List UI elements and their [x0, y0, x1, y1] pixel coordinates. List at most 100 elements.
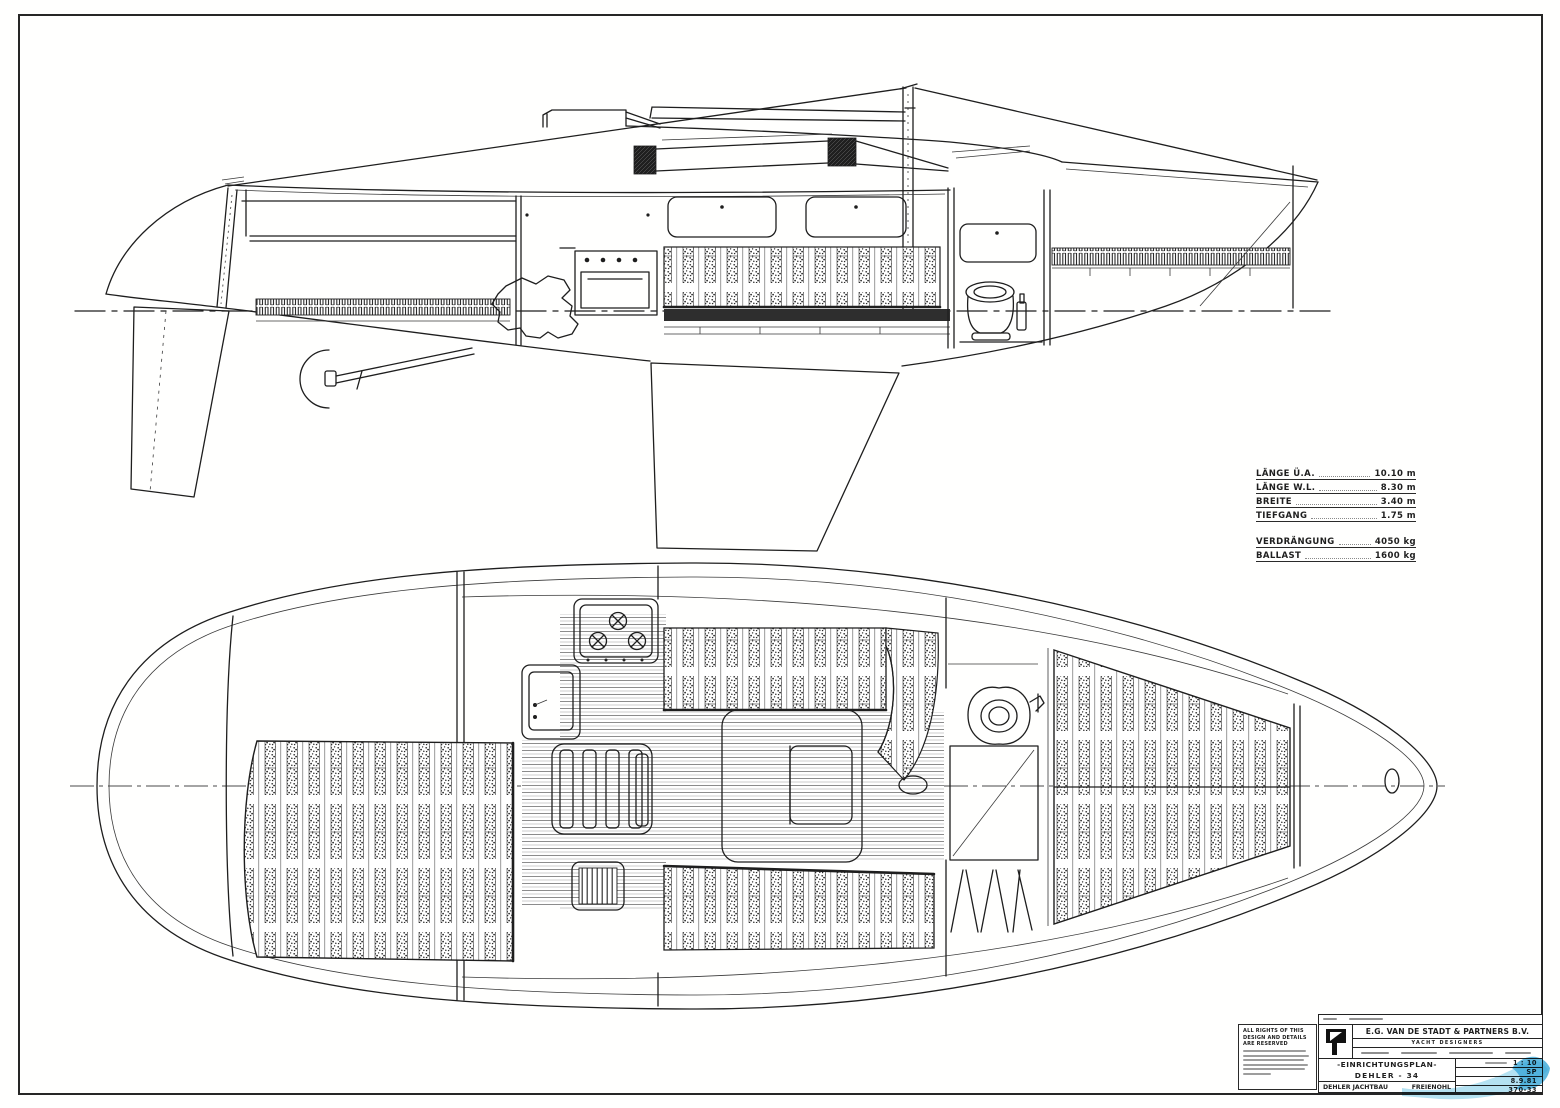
bottle	[1016, 293, 1027, 331]
drawn-by-initials: SP	[1526, 1068, 1537, 1076]
stove-plan	[573, 598, 659, 664]
hull-plan	[96, 562, 1438, 1010]
locker-knob	[646, 213, 650, 217]
drawing-number-cell: 370-33	[1456, 1086, 1542, 1094]
port-settee	[662, 627, 888, 712]
micro-text	[1401, 1052, 1437, 1054]
cockpit-aft-interior	[241, 189, 522, 346]
head-locker-door	[959, 223, 1037, 263]
scale-cell: 1 : 10	[1456, 1059, 1542, 1068]
rudder-blade	[130, 306, 230, 498]
designer-logo	[1319, 1025, 1353, 1058]
head-compartment-side	[947, 187, 1051, 349]
fine-print-line	[1243, 1063, 1308, 1066]
locker-door	[667, 196, 777, 238]
spec-value: 3.40 m	[1380, 497, 1416, 507]
title-block: E.G. VAN DE STADT & PARTNERS B.V. YACHT …	[1318, 1014, 1543, 1094]
copyright-heading: ALL RIGHTS OF THIS DESIGN AND DETAILS AR…	[1243, 1028, 1307, 1047]
galley-side	[491, 213, 658, 339]
stem-and-forefoot	[901, 181, 1319, 367]
propeller	[299, 347, 475, 409]
hanging-locker	[950, 869, 1033, 933]
company-profession: YACHT DESIGNERS	[1353, 1039, 1542, 1048]
locker-door	[805, 196, 907, 238]
spec-label: LÄNGE Ü.A.	[1256, 469, 1315, 479]
date-value: 8.9.81	[1510, 1077, 1537, 1085]
transom-plan	[225, 615, 234, 957]
forestay	[914, 87, 1318, 181]
spec-value: 1.75 m	[1380, 511, 1416, 521]
spec-value: 10.10 m	[1374, 469, 1416, 479]
dotted-leader	[1318, 475, 1371, 477]
sheet-border	[18, 14, 1543, 1095]
fine-print-line	[1243, 1059, 1304, 1062]
sink-plan	[521, 664, 581, 740]
rudder	[130, 187, 238, 498]
boom	[649, 106, 916, 122]
quarter-berth-cushion	[255, 298, 511, 316]
spec-label: VERDRÄNGUNG	[1256, 537, 1335, 547]
companionway-hatch-garage	[542, 109, 627, 128]
spec-row: BREITE 3.40 m	[1256, 494, 1416, 508]
locker-knob	[525, 213, 529, 217]
cabin-sole-planks	[560, 614, 666, 910]
v-berth-side	[1051, 165, 1294, 309]
spec-row: TIEFGANG 1.75 m	[1256, 508, 1416, 522]
spec-label: LÄNGE W.L.	[1256, 483, 1316, 493]
coachroof-edge-plan	[461, 594, 1289, 980]
spec-label: BALLAST	[1256, 551, 1302, 561]
stern-fitting	[221, 176, 245, 185]
copyright-notice-box: ALL RIGHTS OF THIS DESIGN AND DETAILS AR…	[1238, 1024, 1317, 1090]
handrail	[661, 133, 833, 141]
coachroof-window-band	[633, 137, 949, 175]
micro-text	[1361, 1052, 1389, 1054]
dotted-leader	[1338, 543, 1371, 545]
stove-oven	[574, 250, 658, 316]
micro-text	[1505, 1052, 1531, 1054]
spec-value: 1600 kg	[1374, 551, 1416, 561]
boat-model: DEHLER - 34	[1354, 1071, 1420, 1080]
dotted-leader	[1319, 489, 1377, 491]
backstay	[227, 87, 907, 187]
foredeck-line	[1061, 161, 1319, 183]
forestay-fitting	[1384, 768, 1400, 794]
spec-row: LÄNGE Ü.A. 10.10 m	[1256, 466, 1416, 480]
corner-nav-seat	[877, 627, 939, 795]
builder-row: DEHLER JACHTBAU FREIENOHL	[1319, 1081, 1455, 1093]
companionway-steps	[551, 743, 653, 835]
dotted-leader	[1305, 557, 1371, 559]
fine-print-line	[1243, 1068, 1306, 1071]
toilet-plan	[967, 686, 1045, 745]
side-profile-view	[74, 83, 1333, 552]
aft-double-berth	[243, 740, 515, 963]
spec-label: TIEFGANG	[1256, 511, 1308, 521]
dotted-leader	[1311, 517, 1377, 519]
companionway-bulkhead	[515, 195, 522, 346]
company-name: E.G. VAN DE STADT & PARTNERS B.V.	[1353, 1025, 1542, 1039]
specifications-table: LÄNGE Ü.A. 10.10 m LÄNGE W.L. 8.30 m BRE…	[1256, 466, 1416, 562]
micro-text	[1323, 1018, 1337, 1020]
spec-value: 8.30 m	[1380, 483, 1416, 493]
spec-row: VERDRÄNGUNG 4050 kg	[1256, 534, 1416, 548]
company-address	[1353, 1048, 1542, 1058]
saloon-side	[662, 196, 950, 335]
micro-text	[1349, 1018, 1383, 1020]
v-berth-plan	[1047, 648, 1400, 926]
plan-arrangement-view	[70, 562, 1445, 1010]
saloon-plan	[662, 627, 939, 951]
spec-table-gap	[1256, 522, 1416, 534]
builder-name: DEHLER JACHTBAU	[1323, 1084, 1388, 1091]
toilet-side	[965, 281, 1015, 341]
spec-label: BREITE	[1256, 497, 1292, 507]
builder-town: FREIENOHL	[1411, 1084, 1451, 1091]
head-forward-bulkhead	[1043, 189, 1051, 346]
gunwale-inner-line	[108, 576, 1425, 996]
fine-print-line	[1243, 1054, 1310, 1057]
fine-print-line	[1243, 1050, 1307, 1053]
dotted-leader	[1296, 503, 1377, 505]
starboard-settee	[662, 864, 936, 951]
head-door	[949, 745, 1039, 861]
title-block-header-row	[1319, 1015, 1542, 1025]
